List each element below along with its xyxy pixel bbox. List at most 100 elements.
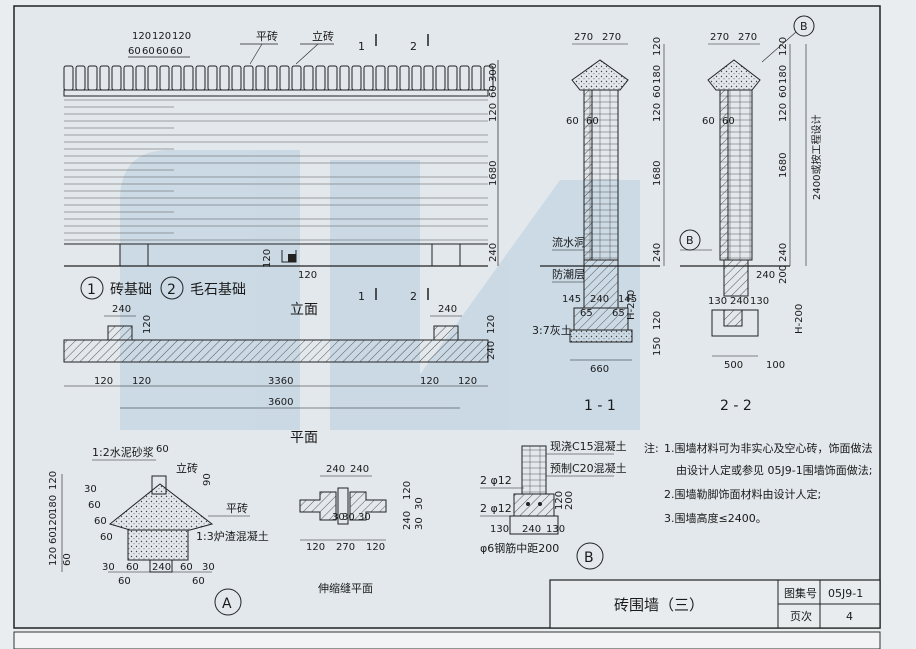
s11-low-dim-150: 150 bbox=[652, 337, 663, 356]
elev-step-dim-v: 120 bbox=[262, 249, 273, 268]
s22-top-dim-2: 270 bbox=[738, 32, 757, 43]
plan-total-dim: 3600 bbox=[268, 397, 293, 408]
detail-b-title: B bbox=[584, 550, 594, 566]
note-line-3: 2.围墙勒脚饰面材料由设计人定; bbox=[664, 487, 821, 501]
s11-drip-hole-label: 流水洞 bbox=[552, 235, 585, 249]
detail-a-left-dim-3: 120 bbox=[48, 513, 59, 532]
s11-foot-dim-2: 65 bbox=[612, 308, 625, 319]
detail-b-right-dim-2: 200 bbox=[564, 491, 575, 510]
detail-a-concrete: 1:3炉渣混凝土 bbox=[196, 529, 269, 543]
detail-b-dim-1: 130 bbox=[490, 524, 509, 535]
elev-right-dim-60: 60 bbox=[488, 85, 499, 98]
joint-right-dim-1: 120 bbox=[402, 481, 413, 500]
detail-a-bottom-dim-4: 60 bbox=[180, 562, 193, 573]
detail-a-left-dim-5: 120 bbox=[48, 547, 59, 566]
plan-dim-240-left: 240 bbox=[112, 304, 131, 315]
s11-dpc-label: 防潮层 bbox=[552, 267, 585, 281]
s11-right-dim-60: 60 bbox=[652, 85, 663, 98]
detail-b-right-dim-1: 120 bbox=[554, 491, 565, 510]
s22-base-dim-1: 130 bbox=[708, 296, 727, 307]
detail-b-dim-2: 240 bbox=[522, 524, 541, 535]
joint-bottom-dim-1: 120 bbox=[306, 542, 325, 553]
legend-circle-2 bbox=[160, 276, 184, 300]
detail-a-bottom2-dim-1: 60 bbox=[118, 576, 131, 587]
s11-right-dim-240: 240 bbox=[652, 243, 663, 262]
detail-a-bottom-dim-5: 30 bbox=[202, 562, 215, 573]
s22-side-dim-60b: 60 bbox=[722, 116, 735, 127]
detail-a-bottom-dim-1: 30 bbox=[102, 562, 115, 573]
s22-right-dim-180: 180 bbox=[778, 65, 789, 84]
s22-dim-200: 200 bbox=[778, 265, 789, 284]
joint-top-dim-2: 240 bbox=[350, 464, 369, 475]
note-line-1: 1.围墙材料可为非实心及空心砖，饰面做法 bbox=[664, 441, 873, 455]
detail-a-slope-dim-2: 60 bbox=[88, 500, 101, 511]
detail-b-bar-1: 2 φ12 bbox=[480, 474, 512, 487]
section-1-1: 270 270 120 180 60 120 1680 240 60 60 流水… bbox=[532, 32, 665, 414]
detail-a-vertical-brick: 立砖 bbox=[176, 461, 198, 475]
plan-title: 平面 bbox=[290, 430, 318, 446]
detail-a-slope-dim-3: 60 bbox=[94, 516, 107, 527]
joint-mid-dim-1: 30 bbox=[332, 512, 345, 523]
titleblock-atlas-no: 05J9-1 bbox=[828, 587, 863, 600]
notes-block: 注: 1.围墙材料可为非实心及空心砖，饰面做法 由设计人定或参见 05J9-1围… bbox=[644, 441, 873, 525]
plan-view: 240 240 120 120 240 120 120 3360 120 120… bbox=[63, 304, 497, 446]
s11-side-dim-60b: 60 bbox=[586, 116, 599, 127]
elev-top-dim-1: 120 bbox=[132, 31, 151, 42]
elev-top-dim-5: 60 bbox=[142, 46, 155, 57]
detail-a-left-dim-2: 180 bbox=[48, 495, 59, 514]
s11-width-dim: 660 bbox=[590, 364, 609, 375]
s22-right-dim-240: 240 bbox=[778, 243, 789, 262]
s22-callout-b2: B bbox=[686, 234, 694, 247]
s22-top-dim-1: 270 bbox=[710, 32, 729, 43]
joint-bottom-dim-2: 270 bbox=[336, 542, 355, 553]
s11-foot-dim-1: 65 bbox=[580, 308, 593, 319]
elev-section-1-bottom: 1 bbox=[358, 290, 365, 303]
elev-top-dim-4: 60 bbox=[128, 46, 141, 57]
s11-side-dim-60: 60 bbox=[566, 116, 579, 127]
s11-base-dim-3: 145 bbox=[618, 294, 637, 305]
s22-base-dim-3: 130 bbox=[750, 296, 769, 307]
elev-step-dim-h: 120 bbox=[298, 270, 317, 281]
legend-rubble-foundation: 毛石基础 bbox=[190, 281, 246, 298]
section-2-2: 270 270 B B 120 180 60 120 1680 240 2400… bbox=[679, 15, 823, 414]
s22-callout-b: B bbox=[800, 20, 808, 33]
elev-section-1-top: 1 bbox=[358, 40, 365, 53]
s11-right-dim-1680: 1680 bbox=[652, 161, 663, 186]
detail-a-slope-dim-1: 30 bbox=[84, 484, 97, 495]
elev-vertical-brick-label: 立砖 bbox=[312, 29, 334, 43]
s11-right-dim-180: 180 bbox=[652, 65, 663, 84]
detail-b-cast-concrete: 现浇C15混凝土 bbox=[550, 439, 627, 453]
detail-a-circle bbox=[214, 588, 242, 616]
note-line-2: 由设计人定或参见 05J9-1围墙饰面做法; bbox=[676, 463, 872, 477]
s22-right-dim-60: 60 bbox=[778, 85, 789, 98]
s22-base-dim-2: 240 bbox=[730, 296, 749, 307]
plan-bottom-dim-3360: 3360 bbox=[268, 376, 293, 387]
wall-hatch-lines bbox=[64, 99, 488, 241]
detail-a-left-dim-4: 60 bbox=[48, 531, 59, 544]
section-1-1-title: 1 - 1 bbox=[584, 398, 616, 414]
legend-num-1: 1 bbox=[87, 282, 96, 298]
s22-h-dim: H-200 bbox=[794, 304, 805, 334]
s22-dim-240: 240 bbox=[756, 270, 775, 281]
s11-lime-soil-label: 3:7灰土 bbox=[532, 323, 572, 337]
plan-dim-120-left: 120 bbox=[142, 315, 153, 334]
s22-side-dim-60: 60 bbox=[702, 116, 715, 127]
expansion-joint-title: 伸缩缝平面 bbox=[318, 581, 373, 595]
elev-right-dim-300: 300 bbox=[488, 63, 499, 82]
s11-base-dim-1: 145 bbox=[562, 294, 581, 305]
plan-right-dim-120: 120 bbox=[486, 315, 497, 334]
detail-a-bottom-dim-2: 60 bbox=[126, 562, 139, 573]
joint-mid-dim-3: 30 bbox=[358, 512, 371, 523]
elev-flat-brick-label: 平砖 bbox=[256, 29, 278, 43]
elevation-title: 立面 bbox=[290, 302, 318, 318]
elev-top-dim-6: 60 bbox=[156, 46, 169, 57]
detail-a: 1:2水泥砂浆 60 立砖 90 平砖 1:3炉渣混凝土 120 180 120… bbox=[48, 444, 269, 616]
joint-right-dim-4: 30 bbox=[414, 517, 425, 530]
joint-right-dim-3: 240 bbox=[402, 511, 413, 530]
s22-right-dim-1680: 1680 bbox=[778, 153, 789, 178]
detail-a-flat-brick: 平砖 bbox=[226, 501, 248, 515]
detail-b-circle bbox=[576, 542, 604, 570]
detail-b: 现浇C15混凝土 预制C20混凝土 2 φ12 2 φ12 130 240 13… bbox=[480, 439, 627, 570]
titleblock-page-no: 4 bbox=[846, 610, 853, 623]
